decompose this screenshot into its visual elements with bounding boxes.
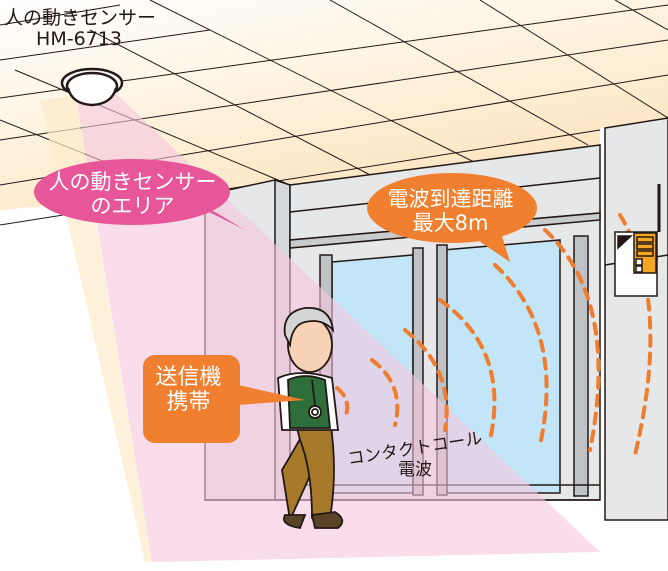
range-callout-text: 電波到達距離 最大8m [378, 187, 523, 235]
range-line1: 電波到達距離 [387, 187, 514, 211]
sensor-area-line1: 人の動きセンサー [48, 170, 217, 194]
transmitter-callout-text: 送信機 携帯 [140, 365, 237, 415]
sensor-area-callout-text: 人の動きセンサー のエリア [40, 170, 225, 218]
wave-label-line2: 電波 [398, 460, 432, 481]
sensor-area-callout [34, 159, 245, 230]
elderly-person-walking [277, 307, 344, 529]
sensor-label: 人の動きセンサー HM-6713 [4, 7, 157, 51]
receiver-unit [614, 184, 661, 297]
sensor-name: 人の動きセンサー [4, 7, 157, 29]
transmitter-callout [143, 355, 305, 443]
motion-sensor-device [60, 67, 124, 107]
transmitter-line2: 携帯 [166, 389, 211, 415]
wave-label: コンタクトコール 電波 [330, 428, 500, 481]
range-callout [367, 173, 537, 262]
sensor-area-line2: のエリア [90, 193, 175, 218]
range-line2: 最大8m [412, 210, 489, 235]
sensor-model: HM-6713 [36, 28, 122, 51]
transmitter-line1: 送信機 [155, 365, 222, 390]
